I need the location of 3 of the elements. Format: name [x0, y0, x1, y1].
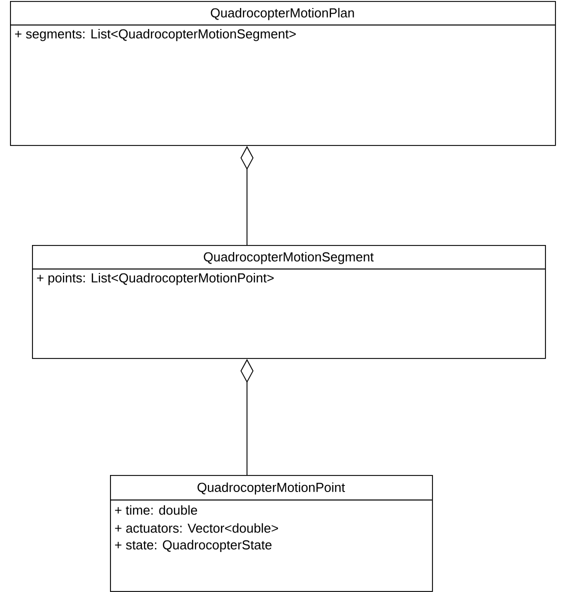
- class-box: QuadrocopterMotionSegment + points: List<QuadrocopterMotionPoint>: [32, 245, 546, 359]
- class-box: QuadrocopterMotionPlan + segments: List<QuadrocopterMotionSegment>: [10, 1, 556, 146]
- class-box: QuadrocopterMotionPoint + time: double + actuators: Vector<double> + state: QuadrocopterState: [110, 475, 433, 592]
